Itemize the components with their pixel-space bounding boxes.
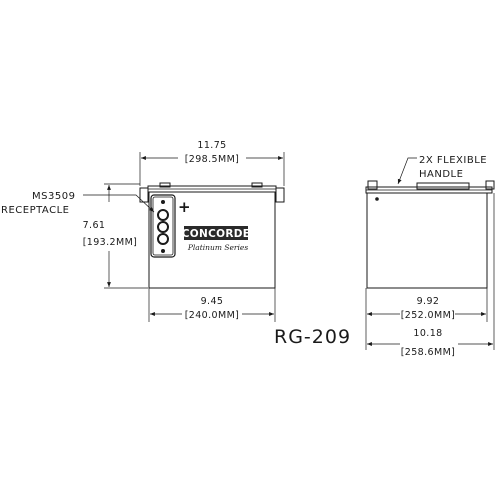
side-vent [375, 197, 379, 201]
dim-overall-in: 10.18 [413, 328, 442, 339]
logo-subtitle: Platinum Series [187, 243, 248, 252]
receptacle-label-line2: RECEPTACLE [1, 205, 69, 216]
dim-depth-in: 9.92 [417, 296, 440, 307]
receptacle-pin-3 [157, 233, 169, 245]
dim-overall-mm: [258.6MM] [401, 347, 456, 358]
receptacle-screw-bottom [161, 249, 165, 253]
dim-height-in: 7.61 [83, 220, 106, 231]
side-handle-right [485, 180, 495, 190]
handle-leader [397, 157, 417, 185]
receptacle-pin-1 [157, 209, 169, 221]
dim-width-mm: [298.5MM] [185, 154, 240, 165]
front-handle-tab-left [159, 182, 171, 188]
receptacle [150, 194, 176, 258]
dim-depth-mm: [252.0MM] [401, 310, 456, 321]
handle-note-line1: 2X FLEXIBLE [419, 155, 487, 166]
receptacle-pin-2 [157, 221, 169, 233]
receptacle-screw-top [161, 200, 165, 204]
front-handle-tab-right [251, 182, 263, 188]
dim-base-in: 9.45 [201, 296, 224, 307]
front-battery-body [148, 191, 276, 289]
side-handle-left [367, 180, 378, 190]
side-battery-body [366, 192, 488, 289]
concorde-logo: CONCORDE Platinum Series [182, 226, 250, 252]
receptacle-leader [83, 194, 155, 213]
front-lid-left-cap [139, 187, 149, 203]
model-label: RG-209 [274, 326, 351, 348]
logo-text: CONCORDE [182, 228, 250, 240]
side-handle-strap [416, 182, 470, 190]
front-lid-right-cap [275, 187, 285, 203]
dim-height-mm: [193.2MM] [83, 237, 138, 248]
side-view: 2X FLEXIBLE HANDLE 9.92 [252.0MM] 10.18 … [365, 155, 495, 358]
receptacle-label-line1: MS3509 [32, 191, 75, 202]
dim-width-in: 11.75 [197, 140, 226, 151]
polarity-plus: + [178, 198, 191, 216]
dim-base-mm: [240.0MM] [185, 310, 240, 321]
handle-note-line2: HANDLE [419, 169, 463, 180]
front-view: + CONCORDE Platinum Series 11.75 [298.5M… [1, 140, 285, 322]
